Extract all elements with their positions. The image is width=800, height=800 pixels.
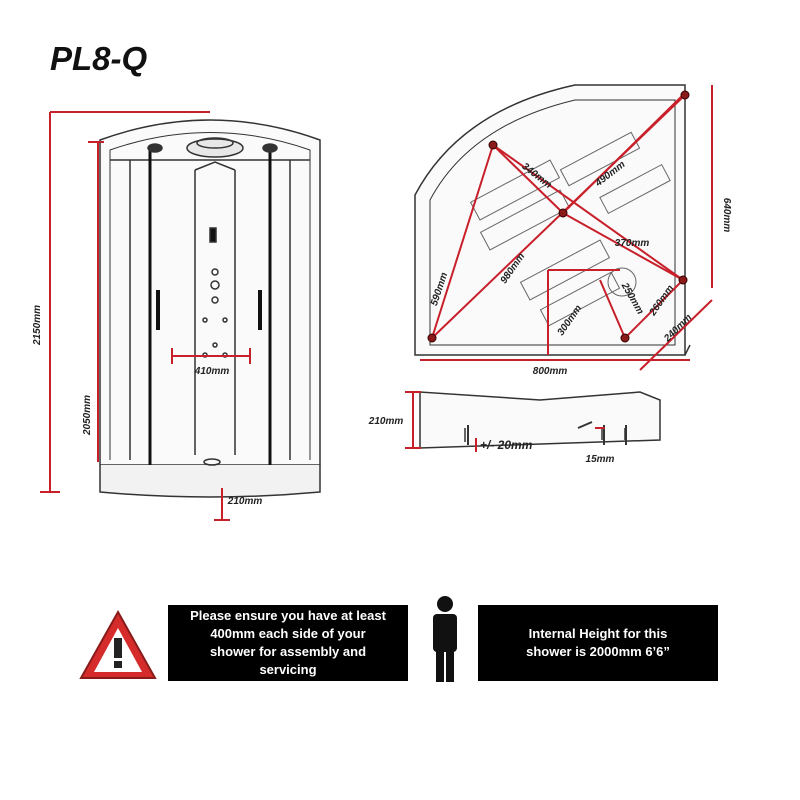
front-dimension-lines [40,111,251,521]
internal-height-notice: Internal Height for this shower is 2000m… [478,605,718,681]
waste-label: 15mm [586,454,615,465]
internal-width-label: 410mm [194,366,230,377]
internal-height-line-2: shower is 2000mm 6’6” [526,644,670,659]
tray-height-side-label: 210mm [368,416,404,427]
overall-height-label: 2150mm [32,305,43,346]
tray-slats [469,131,671,327]
clearance-line-2: 400mm each side of your [210,626,366,641]
clearance-notice: Please ensure you have at least 400mm ea… [168,605,408,681]
clearance-line-3: shower for assembly and [209,644,367,659]
tray-side-dimension-lines [405,391,605,452]
plan-anchor-points [427,90,690,343]
internal-height-line-1: Internal Height for this [528,626,668,641]
width-label: 800mm [533,366,568,377]
tray-plan-outline [414,84,691,356]
plan-dimension-lines [420,85,713,371]
tray-height-label: 210mm [227,496,263,507]
enclosure-height-label: 2050mm [82,395,93,436]
dim-370-label: 370mm [615,238,650,249]
shower-enclosure [99,119,321,498]
product-title: PL8-Q [50,40,148,77]
leg-adjust-label: +/- 20mm [480,438,533,452]
clearance-line-1: Please ensure you have at least [190,608,386,623]
depth-label: 640mm [721,198,732,233]
clearance-line-4: servicing [259,662,317,677]
tray-legs [467,421,627,445]
